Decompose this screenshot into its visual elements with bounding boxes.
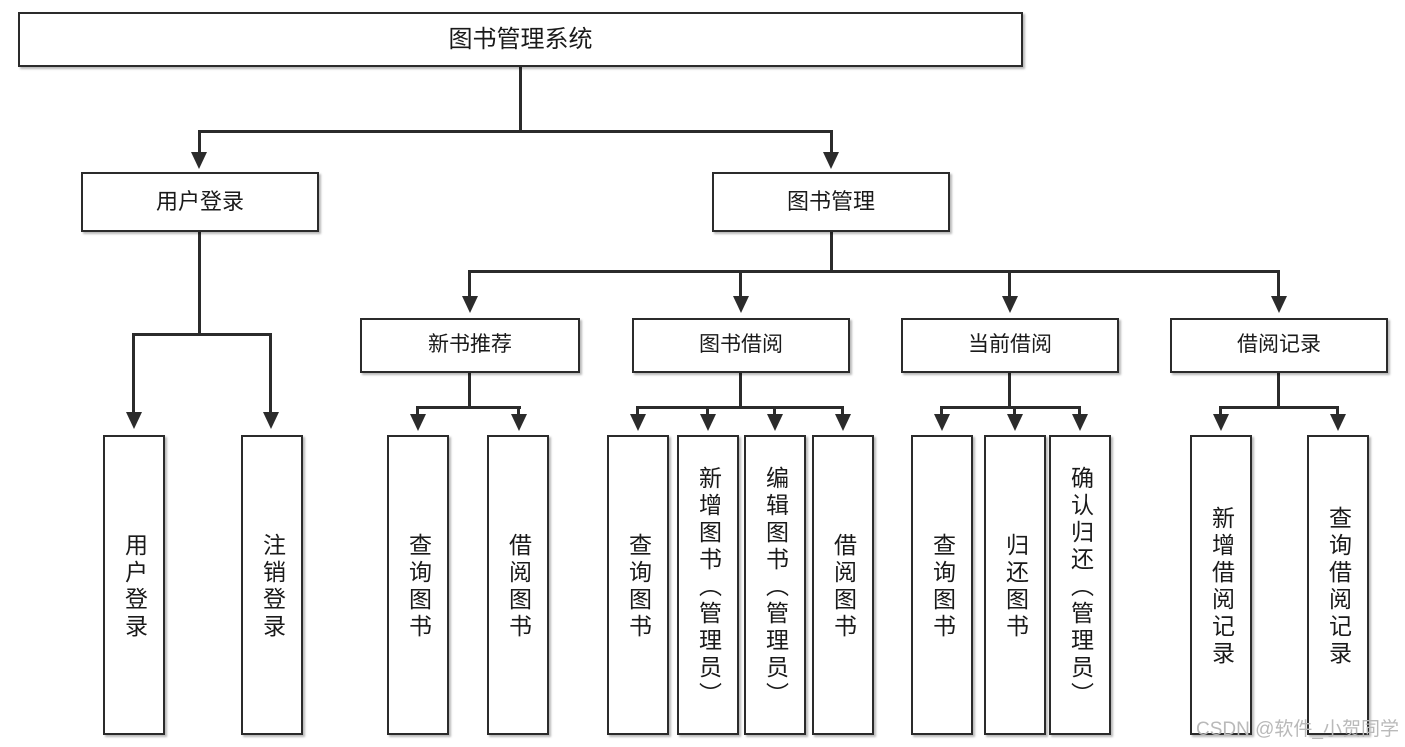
node-new-book-recommend-label: 新书推荐 xyxy=(428,333,512,357)
connector-user-login-to-leaf-1 xyxy=(132,333,135,418)
connector-bm-to-borrow-record xyxy=(1277,270,1280,301)
node-current-borrow[interactable]: 当前借阅 xyxy=(901,318,1119,373)
node-leaf-confirm-return-admin-label: 确认归还（管理员） xyxy=(1067,465,1094,709)
arrowhead-borrow-record xyxy=(1271,296,1287,313)
connector-br-to-leaf-1 xyxy=(1219,406,1222,420)
node-leaf-borrow-book[interactable]: 借阅图书 xyxy=(812,435,874,735)
node-leaf-borrow-book-recommend-label: 借阅图书 xyxy=(505,533,532,641)
connector-root-to-book-management xyxy=(830,130,833,158)
connector-user-login-to-leaf-2 xyxy=(269,333,272,418)
connector-current-borrow-trunk xyxy=(1008,373,1011,409)
connector-root-bus xyxy=(198,130,832,133)
node-leaf-edit-book-admin-label: 编辑图书（管理员） xyxy=(762,465,789,709)
node-leaf-return-book[interactable]: 归还图书 xyxy=(984,435,1046,735)
node-book-management[interactable]: 图书管理 xyxy=(712,172,950,232)
node-leaf-add-borrow-record-label: 新增借阅记录 xyxy=(1208,506,1235,668)
node-new-book-recommend[interactable]: 新书推荐 xyxy=(360,318,580,373)
connector-nb-to-leaf-1 xyxy=(416,406,419,420)
connector-bm-to-book-borrow xyxy=(739,270,742,301)
arrowhead-add-borrow-record xyxy=(1213,414,1229,431)
arrowhead-confirm-return-admin xyxy=(1072,414,1088,431)
arrowhead-add-book-admin xyxy=(700,414,716,431)
connector-cb-to-leaf-3 xyxy=(1078,406,1081,420)
node-leaf-query-book-recommend[interactable]: 查询图书 xyxy=(387,435,449,735)
node-user-login-label: 用户登录 xyxy=(155,189,244,215)
node-leaf-edit-book-admin[interactable]: 编辑图书（管理员） xyxy=(744,435,806,735)
node-current-borrow-label: 当前借阅 xyxy=(968,333,1052,357)
node-root-label: 图书管理系统 xyxy=(448,25,593,53)
connector-bm-to-new-book xyxy=(468,270,471,301)
node-leaf-return-book-label: 归还图书 xyxy=(1002,533,1029,641)
node-leaf-query-book-current-label: 查询图书 xyxy=(929,533,956,641)
connector-bb-to-leaf-3 xyxy=(773,406,776,420)
node-leaf-query-book-borrow[interactable]: 查询图书 xyxy=(607,435,669,735)
arrowhead-return-book xyxy=(1007,414,1023,431)
node-leaf-borrow-book-recommend[interactable]: 借阅图书 xyxy=(487,435,549,735)
connector-borrow-record-bus xyxy=(1219,406,1339,409)
arrowhead-book-management xyxy=(823,152,839,169)
arrowhead-query-book-current xyxy=(934,414,950,431)
connector-book-borrow-bus xyxy=(636,406,843,409)
node-leaf-user-logout[interactable]: 注销登录 xyxy=(241,435,303,735)
connector-nb-to-leaf-2 xyxy=(517,406,520,420)
connector-new-book-bus xyxy=(416,406,521,409)
arrowhead-query-book-recommend xyxy=(410,414,426,431)
csdn-watermark: CSDN @软件_小贺同学 xyxy=(1196,719,1399,740)
connector-user-login-trunk xyxy=(198,232,201,335)
connector-new-book-trunk xyxy=(468,373,471,409)
arrowhead-current-borrow xyxy=(1002,296,1018,313)
arrowhead-user-login xyxy=(191,152,207,169)
node-leaf-user-logout-label: 注销登录 xyxy=(259,533,286,641)
arrowhead-leaf-user-login xyxy=(126,412,142,429)
connector-root-trunk xyxy=(519,67,522,130)
node-leaf-add-book-admin[interactable]: 新增图书（管理员） xyxy=(677,435,739,735)
connector-user-login-bus xyxy=(132,333,271,336)
arrowhead-leaf-user-logout xyxy=(263,412,279,429)
node-root-system[interactable]: 图书管理系统 xyxy=(18,12,1023,67)
arrowhead-borrow-book-recommend xyxy=(511,414,527,431)
arrowhead-borrow-book xyxy=(835,414,851,431)
node-book-borrow[interactable]: 图书借阅 xyxy=(632,318,850,373)
arrowhead-edit-book-admin xyxy=(767,414,783,431)
node-leaf-query-borrow-record[interactable]: 查询借阅记录 xyxy=(1307,435,1369,735)
node-leaf-confirm-return-admin[interactable]: 确认归还（管理员） xyxy=(1049,435,1111,735)
arrowhead-book-borrow xyxy=(733,296,749,313)
arrowhead-query-book-borrow xyxy=(630,414,646,431)
connector-root-to-user-login xyxy=(198,130,201,158)
node-leaf-add-book-admin-label: 新增图书（管理员） xyxy=(695,465,722,709)
node-leaf-user-login[interactable]: 用户登录 xyxy=(103,435,165,735)
connector-book-borrow-trunk xyxy=(739,373,742,409)
connector-cb-to-leaf-2 xyxy=(1013,406,1016,420)
node-leaf-add-borrow-record[interactable]: 新增借阅记录 xyxy=(1190,435,1252,735)
connector-borrow-record-trunk xyxy=(1277,373,1280,409)
arrowhead-new-book-recommend xyxy=(462,296,478,313)
arrowhead-query-borrow-record xyxy=(1330,414,1346,431)
node-leaf-query-book-borrow-label: 查询图书 xyxy=(625,533,652,641)
node-book-management-label: 图书管理 xyxy=(786,189,875,215)
connector-current-borrow-bus xyxy=(940,406,1081,409)
node-borrow-record[interactable]: 借阅记录 xyxy=(1170,318,1388,373)
node-book-borrow-label: 图书借阅 xyxy=(699,333,783,357)
connector-bb-to-leaf-4 xyxy=(841,406,844,420)
connector-bb-to-leaf-2 xyxy=(706,406,709,420)
connector-book-management-trunk xyxy=(830,232,833,272)
connector-bm-to-current-borrow xyxy=(1008,270,1011,301)
node-leaf-query-book-recommend-label: 查询图书 xyxy=(405,533,432,641)
connector-br-to-leaf-2 xyxy=(1336,406,1339,420)
connector-book-management-bus xyxy=(468,270,1280,273)
node-borrow-record-label: 借阅记录 xyxy=(1237,333,1321,357)
connector-cb-to-leaf-1 xyxy=(940,406,943,420)
node-leaf-query-book-current[interactable]: 查询图书 xyxy=(911,435,973,735)
node-leaf-user-login-label: 用户登录 xyxy=(121,533,148,641)
node-user-login[interactable]: 用户登录 xyxy=(81,172,319,232)
node-leaf-borrow-book-label: 借阅图书 xyxy=(830,533,857,641)
connector-bb-to-leaf-1 xyxy=(636,406,639,420)
node-leaf-query-borrow-record-label: 查询借阅记录 xyxy=(1325,506,1352,668)
